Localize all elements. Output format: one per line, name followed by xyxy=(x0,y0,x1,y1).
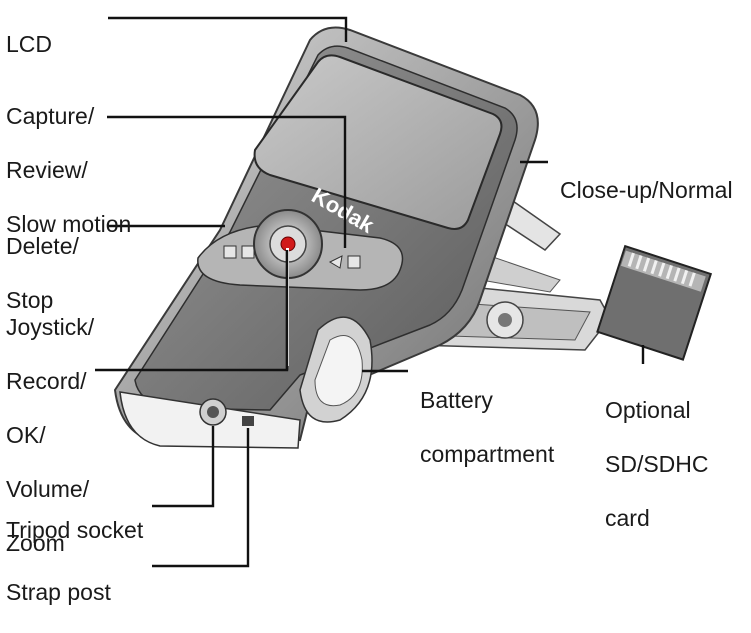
label-strap-post: Strap post xyxy=(6,579,111,605)
stop-button-icon xyxy=(241,245,255,259)
strap-post xyxy=(242,416,254,426)
label-lcd: LCD xyxy=(6,31,53,57)
capture-button-icon xyxy=(328,255,343,269)
label-sd-card: Optional SD/SDHC card xyxy=(605,397,709,531)
label-joystick: Joystick/ Record/ OK/ Volume/ Zoom xyxy=(6,314,95,556)
label-delete-stop: Delete/ Stop xyxy=(6,233,79,313)
label-battery-compartment: Battery compartment xyxy=(420,387,555,467)
delete-button-icon xyxy=(223,245,237,259)
label-capture-review: Capture/ Review/ Slow motion xyxy=(6,103,132,237)
leader-lcd xyxy=(108,16,348,42)
camera-diagram: Kodak xyxy=(95,16,713,568)
lcd-screen xyxy=(253,54,503,230)
leader-tripod xyxy=(152,426,215,508)
camera-body: Kodak xyxy=(113,26,539,449)
leader-capture xyxy=(107,115,347,248)
label-closeup-normal: Close-up/Normal xyxy=(560,177,733,203)
review-button-icon xyxy=(347,255,361,269)
leader-strap xyxy=(152,428,250,568)
sd-card xyxy=(596,244,713,361)
label-tripod-socket: Tripod socket xyxy=(6,517,144,543)
